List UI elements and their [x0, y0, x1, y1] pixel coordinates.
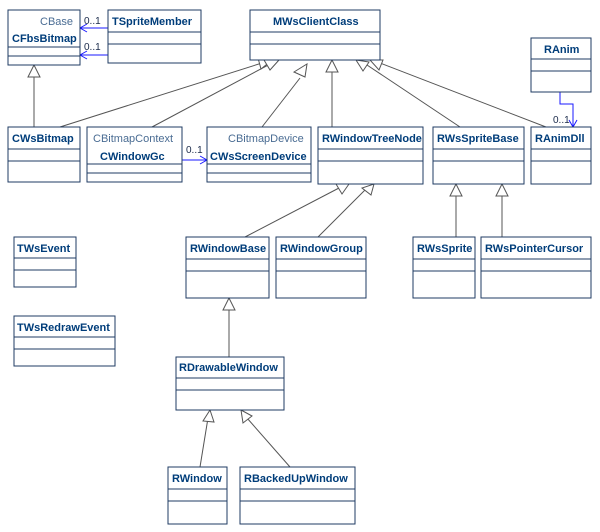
- class-name-rwspointercursor: RWsPointerCursor: [485, 243, 584, 255]
- class-rbackedupwindow[interactable]: RBackedUpWindow: [239, 466, 356, 525]
- class-name-rwindowbase: RWindowBase: [190, 243, 266, 255]
- class-name-rbackedupwindow: RBackedUpWindow: [244, 473, 348, 485]
- class-cwsbitmap[interactable]: CWsBitmap: [7, 126, 81, 183]
- class-tspritemember[interactable]: TSpriteMember: [107, 9, 202, 64]
- arrowhead-to-rwsspritebase-1: [449, 182, 463, 197]
- generalization-edges: [33, 62, 547, 468]
- class-rwindowtreenode[interactable]: RWindowTreeNode: [317, 126, 424, 185]
- base-name-cbase: CBase: [40, 16, 73, 28]
- arrowhead-to-mwsclientclass-3: [292, 63, 308, 78]
- mult-tsprite-b: 0..1: [84, 42, 101, 53]
- edge-rwindowbase-rwindowtreenode: [244, 187, 340, 238]
- class-name-rwindow: RWindow: [172, 473, 222, 485]
- class-name-rwindowtreenode: RWindowTreeNode: [322, 133, 422, 145]
- class-ranim[interactable]: RAnim: [530, 37, 592, 93]
- multiplicity-labels: 0..1 0..1 0..1 0..1: [84, 16, 570, 156]
- class-name-rwindowgroup: RWindowGroup: [280, 243, 363, 255]
- base-name-cbitmapcontext: CBitmapContext: [93, 133, 173, 145]
- class-rwssprite[interactable]: RWsSprite: [412, 236, 476, 299]
- mult-tsprite-a: 0..1: [84, 16, 101, 27]
- edge-cwindowgc-mwsclientclass: [151, 62, 273, 128]
- class-name-rdrawablewindow: RDrawableWindow: [179, 362, 278, 374]
- arrowhead-to-mwsclientclass-4: [325, 58, 339, 73]
- class-rdrawablewindow[interactable]: RDrawableWindow: [175, 356, 285, 411]
- edge-cwsscreendevice-mwsclientclass: [261, 77, 301, 128]
- class-cwindowgc[interactable]: CBitmapContext CWindowGc: [86, 126, 183, 183]
- edge-rwsspritebase-mwsclientclass: [363, 62, 461, 128]
- class-twsevent[interactable]: TWsEvent: [13, 236, 77, 288]
- arrowhead-to-mwsclientclass-5: [354, 59, 370, 72]
- class-name-tspritemember: TSpriteMember: [112, 16, 193, 28]
- class-rwindow[interactable]: RWindow: [167, 466, 228, 525]
- arrowhead-to-rwindowbase: [222, 296, 236, 311]
- edge-rwindowgroup-rwindowtreenode: [317, 187, 368, 238]
- class-cwsscreendevice[interactable]: CBitmapDevice CWsScreenDevice: [206, 126, 312, 183]
- class-name-ranim: RAnim: [544, 44, 580, 56]
- assoc-ranim-ranimdll: [559, 92, 574, 127]
- edge-cwsbitmap-mwsclientclass: [59, 62, 263, 128]
- mult-gc-device: 0..1: [186, 145, 203, 156]
- class-ranimdll[interactable]: RAnimDll: [530, 126, 592, 185]
- generalization-arrowheads: [27, 57, 509, 424]
- class-twsredrawevent[interactable]: TWsRedrawEvent: [13, 315, 116, 367]
- class-rwindowgroup[interactable]: RWindowGroup: [275, 236, 367, 299]
- class-rwspointercursor[interactable]: RWsPointerCursor: [480, 236, 592, 299]
- class-name-cfbsbitmap: CFbsBitmap: [12, 33, 77, 45]
- class-name-rwsspritebase: RWsSpriteBase: [437, 133, 519, 145]
- class-cfbsbitmap[interactable]: CBase CFbsBitmap: [7, 9, 81, 66]
- arrowhead-to-rwsspritebase-2: [495, 182, 509, 197]
- arrowhead-to-rwindowtreenode-2: [360, 183, 375, 196]
- class-name-twsredrawevent: TWsRedrawEvent: [17, 322, 110, 334]
- class-name-cwsbitmap: CWsBitmap: [12, 133, 74, 145]
- base-name-cbitmapdevice: CBitmapDevice: [228, 133, 304, 145]
- class-name-ranimdll: RAnimDll: [535, 133, 585, 145]
- arrowhead-to-rdrawablewindow-1: [202, 408, 215, 423]
- class-name-twsevent: TWsEvent: [17, 243, 71, 255]
- class-rwindowbase[interactable]: RWindowBase: [185, 236, 270, 299]
- edge-rbackedupwindow-rdrawablewindow: [246, 417, 291, 468]
- mult-ranim-dll: 0..1: [553, 115, 570, 126]
- class-name-mwsclientclass: MWsClientClass: [273, 16, 359, 28]
- arrowhead-to-rdrawablewindow-2: [240, 409, 253, 424]
- edge-ranimdll-mwsclientclass: [379, 62, 547, 128]
- class-name-cwindowgc: CWindowGc: [100, 151, 165, 163]
- association-edges: [78, 23, 578, 165]
- class-name-cwsscreendevice: CWsScreenDevice: [210, 151, 307, 163]
- class-name-rwssprite: RWsSprite: [417, 243, 472, 255]
- class-mwsclientclass[interactable]: MWsClientClass: [249, 9, 381, 61]
- class-rwsspritebase[interactable]: RWsSpriteBase: [432, 126, 525, 185]
- arrowhead-to-cbase: [27, 63, 41, 78]
- edge-rwindow-rdrawablewindow: [199, 417, 209, 468]
